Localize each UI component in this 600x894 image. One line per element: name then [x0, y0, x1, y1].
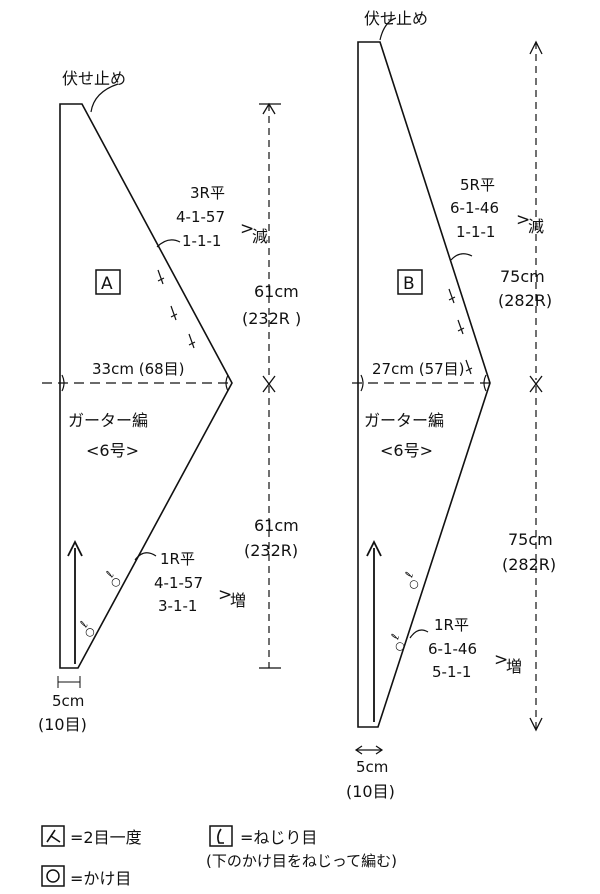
svg-text:ℓ: ℓ — [402, 570, 416, 580]
diagram-b-upper-height: 75cm — [500, 267, 545, 286]
diagram-a-dec-row-3: 1-1-1 — [182, 232, 221, 250]
diagram-a-label: A — [101, 274, 113, 294]
svg-text:ℓ: ℓ — [103, 569, 117, 580]
diagram-b-outline — [357, 41, 491, 728]
diagram-b-bind-off: 伏せ止め — [364, 9, 428, 28]
diagram-a-base-cm: 5cm — [52, 692, 84, 710]
diagram-b — [352, 17, 543, 755]
diagram-b-inc-row-1: 1R平 — [434, 616, 469, 634]
diagram-b-dec-word: 減 — [528, 217, 544, 236]
diagram-a-upper-rows: (232R ) — [242, 309, 301, 328]
diagram-a-stitch: ガーター編 — [68, 411, 148, 430]
svg-text:ℓ: ℓ — [77, 619, 91, 630]
diagram-a-inc-row-1: 1R平 — [160, 550, 195, 568]
legend: =2目一度 =ねじり目 (下のかけ目をねじって編む) =かけ目 — [41, 825, 397, 888]
diagram-a-lower-rows: (232R) — [244, 541, 298, 560]
diagram-b-inc-row-2: 6-1-46 — [428, 640, 477, 658]
diagram-b-dec-bracket: > — [516, 210, 530, 230]
diagram-a-dec-bracket: > — [240, 219, 254, 239]
diagram-b-dec-row-1: 5R平 — [460, 176, 495, 194]
diagram-a-inc-bracket: > — [218, 585, 232, 605]
diagram-a-needle: <6号> — [86, 441, 139, 460]
diagram-b-inc-word: 増 — [506, 657, 522, 676]
diagram-b-dec-row-2: 6-1-46 — [450, 199, 499, 217]
diagram-b-lower-rows: (282R) — [502, 555, 556, 574]
diagram-a-label-box — [95, 269, 121, 295]
diagram-b-needle: <6号> — [380, 441, 433, 460]
svg-text:ℓ: ℓ — [388, 632, 402, 642]
diagram-b-inc-bracket: > — [494, 650, 508, 670]
svg-text:○: ○ — [406, 578, 422, 591]
diagram-a — [42, 83, 281, 688]
diagram-b-label: B — [403, 274, 415, 294]
diagram-a-inc-row-2: 4-1-57 — [154, 574, 203, 592]
diagram-a-dec-row-1: 3R平 — [190, 184, 225, 202]
legend-twisted-note: (下のかけ目をねじって編む) — [206, 852, 397, 870]
diagram-a-inc-row-3: 3-1-1 — [158, 597, 197, 615]
diagram-a-upper-height: 61cm — [254, 282, 299, 301]
svg-text:○: ○ — [392, 640, 408, 653]
diagram-a-base-sts: (10目) — [38, 715, 87, 734]
diagram-a-width: 33cm (68目) — [92, 360, 185, 378]
diagram-a-inc-word: 増 — [230, 591, 246, 610]
diagram-b-base-sts: (10目) — [346, 782, 395, 801]
diagram-b-upper-rows: (282R) — [498, 291, 552, 310]
diagram-a-bind-off: 伏せ止め — [62, 69, 126, 88]
legend-twisted: =ねじり目 — [240, 828, 317, 847]
diagram-a-outline — [59, 103, 233, 669]
diagram-b-lower-height: 75cm — [508, 530, 553, 549]
diagram-b-twist-marks: ℓ ○ ℓ ○ — [388, 570, 421, 653]
twisted-stitch-symbol-icon — [209, 825, 233, 847]
diagram-b-label-box — [397, 269, 423, 295]
diagram-b-base-cm: 5cm — [356, 758, 388, 776]
diagram-b-dec-row-3: 1-1-1 — [456, 223, 495, 241]
yarn-over-symbol-icon — [41, 865, 65, 887]
k2tog-symbol-icon — [41, 825, 65, 847]
legend-yo: =かけ目 — [70, 869, 131, 888]
diagram-b-inc-row-3: 5-1-1 — [432, 663, 471, 681]
diagram-a-dec-word: 減 — [252, 227, 268, 246]
legend-k2tog: =2目一度 — [70, 828, 142, 847]
diagram-a-dec-row-2: 4-1-57 — [176, 208, 225, 226]
diagram-a-twist-marks: ℓ ○ ℓ ○ — [77, 569, 124, 639]
diagram-b-width: 27cm (57目) — [372, 360, 465, 378]
diagram-b-stitch: ガーター編 — [364, 411, 444, 430]
diagram-a-lower-height: 61cm — [254, 516, 299, 535]
